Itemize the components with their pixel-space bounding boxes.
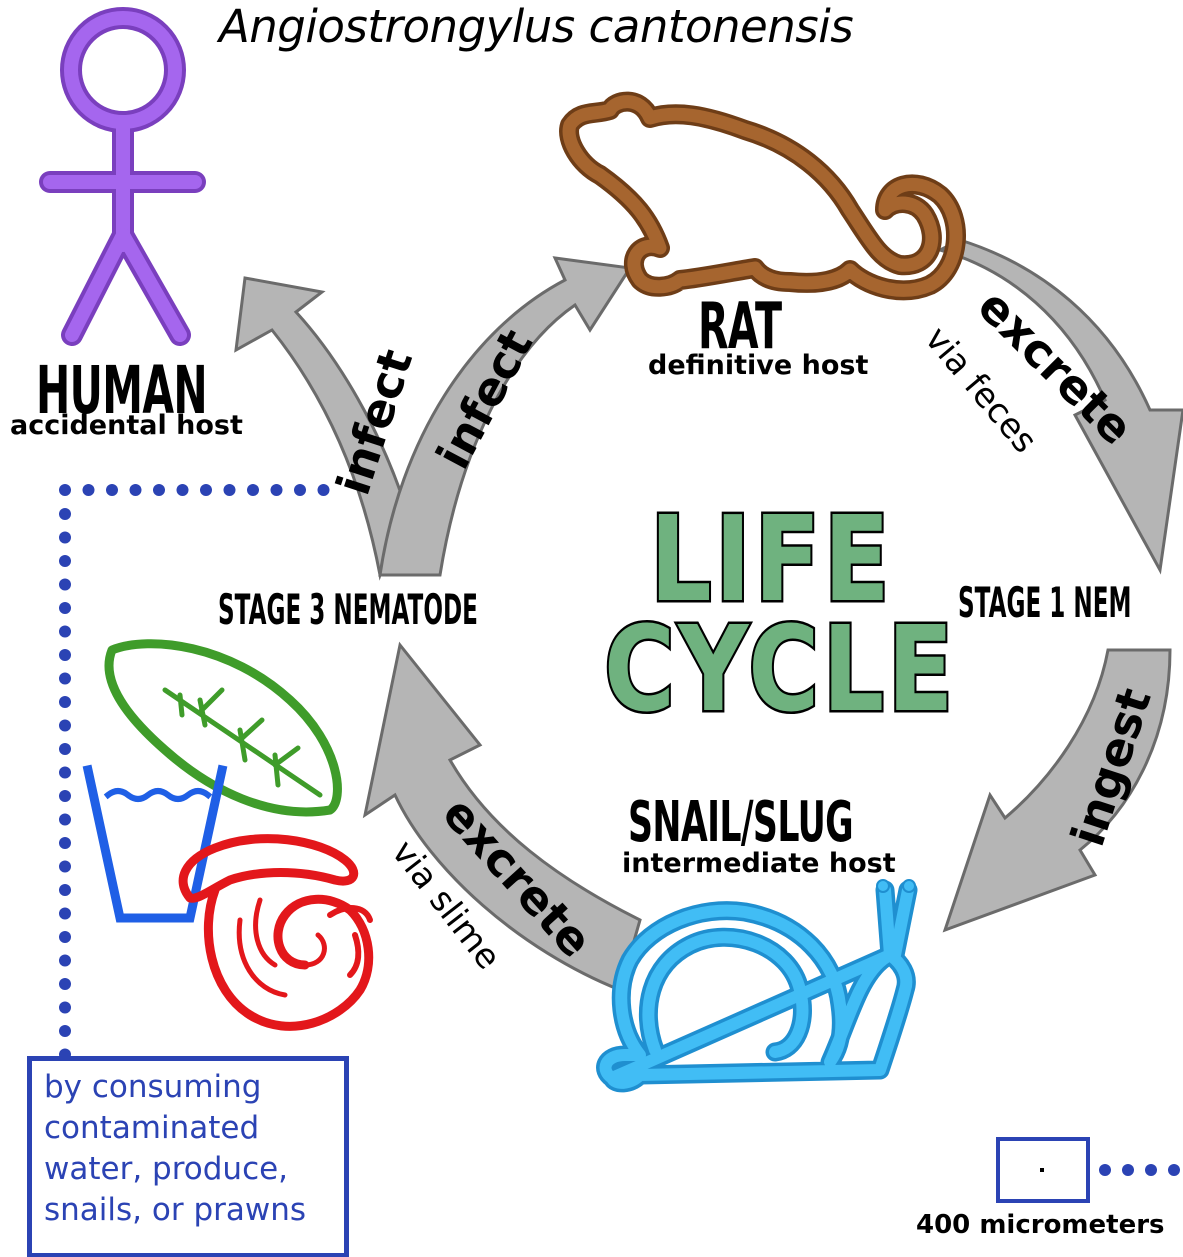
water-cup-icon <box>82 764 228 923</box>
scale-label: 400 micrometers <box>916 1210 1165 1240</box>
connector-dot <box>59 860 71 873</box>
leaf-icon <box>104 639 342 817</box>
transmission-note-box: by consuming contaminated water, produce… <box>27 1056 349 1257</box>
connector-dot <box>59 578 71 591</box>
connector-dot <box>59 978 71 990</box>
dotted-connector <box>59 484 1180 1176</box>
human-stick-figure-icon <box>39 7 206 346</box>
connector-dot <box>106 484 118 496</box>
connector-dot <box>59 790 71 802</box>
scale-box <box>996 1137 1090 1203</box>
connector-dot <box>59 719 71 732</box>
stage-1-label: STAGE 1 NEM <box>958 578 1132 627</box>
connector-dot <box>59 884 71 896</box>
connector-dot <box>59 954 71 967</box>
connector-dot <box>59 766 71 779</box>
arrow-excrete-rat <box>935 238 1183 575</box>
arrow-excrete-snail <box>362 641 642 993</box>
connector-dot <box>59 531 71 544</box>
connector-dot <box>59 649 71 661</box>
connector-dot <box>59 907 71 920</box>
connector-dot <box>59 508 71 520</box>
connector-dot <box>129 484 142 496</box>
connector-dot <box>270 484 283 496</box>
connector-dot <box>59 672 71 685</box>
rat-label: RAT <box>698 290 782 364</box>
snail-label: SNAIL/SLUG <box>628 790 854 855</box>
connector-dot <box>176 484 189 496</box>
connector-dot <box>59 931 71 943</box>
transmission-note-text: by consuming contaminated water, produce… <box>44 1069 307 1228</box>
connector-dot <box>1145 1164 1157 1176</box>
arrow-ingest <box>942 648 1172 933</box>
connector-dot <box>59 837 71 849</box>
human-role-label: accidental host <box>10 410 243 441</box>
prawn-icon <box>178 834 374 1031</box>
snail-icon <box>596 879 918 1093</box>
life-cycle-title-line1: LIFE <box>648 488 893 631</box>
scale-dot <box>1040 1168 1044 1172</box>
human-label: HUMAN <box>36 352 208 429</box>
connector-dot <box>59 484 71 496</box>
connector-dot <box>59 813 71 826</box>
connector-dot <box>1099 1164 1111 1176</box>
arrow-infect-rat <box>378 256 633 577</box>
connector-dot <box>59 625 71 638</box>
arrow-infect-human <box>234 276 407 581</box>
connector-dot <box>200 484 212 496</box>
connector-dot <box>1122 1164 1134 1176</box>
connector-dot <box>223 484 236 496</box>
stage-3-label: STAGE 3 NEMATODE <box>218 585 478 634</box>
connector-dot <box>247 484 259 496</box>
connector-dot <box>1168 1164 1180 1176</box>
connector-dot <box>59 555 71 567</box>
connector-dot <box>59 1001 71 1014</box>
connector-dot <box>317 484 330 496</box>
snail-role-label: intermediate host <box>622 848 896 879</box>
rat-icon <box>559 91 966 301</box>
diagram-title: Angiostrongylus cantonensis <box>219 0 854 53</box>
life-cycle-title-line2: CYCLE <box>602 598 957 741</box>
connector-dot <box>59 1025 71 1037</box>
connector-dot <box>59 696 71 708</box>
connector-dot <box>294 484 306 496</box>
connector-dot <box>59 743 71 755</box>
rat-role-label: definitive host <box>648 350 869 381</box>
connector-dot <box>82 484 95 496</box>
connector-dot <box>153 484 165 496</box>
connector-dot <box>59 602 71 614</box>
